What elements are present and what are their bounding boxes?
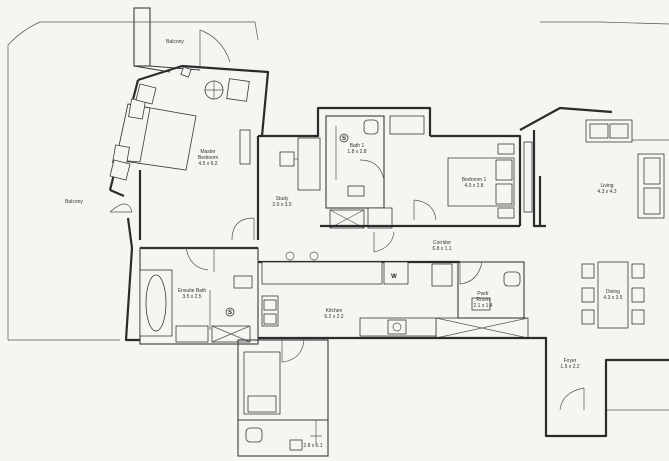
label-master-bedroom-2: Bedroom [198, 155, 218, 161]
label-service-size: 2.8 x 1.1 [303, 443, 322, 449]
label-bath1-size: 1.8 x 2.8 [347, 149, 366, 155]
label-kitchen: Kitchen [326, 308, 343, 314]
shower-marker-ensuite: S [228, 310, 232, 316]
room-labels: Balcony Balcony Master Bedroom 4.5 x 6.2… [65, 39, 623, 449]
label-ensuite-size: 3.5 x 2.5 [182, 294, 201, 300]
powder-room-walls [457, 261, 525, 319]
master-lounge-set [180, 66, 250, 102]
label-study: Study [276, 196, 289, 202]
label-bedroom1-size: 4.0 x 2.8 [464, 183, 483, 189]
balcony-left-door [109, 203, 133, 213]
service-rooms [237, 339, 329, 457]
label-kitchen-size: 6.2 x 2.2 [324, 314, 343, 320]
label-foyer-size: 1.5 x 2.2 [560, 364, 579, 370]
label-dining-size: 4.3 x 3.5 [603, 295, 622, 301]
label-living-size: 4.3 x 4.3 [597, 189, 616, 195]
balcony-top [133, 7, 231, 73]
label-bath1: Bath 1 [350, 143, 365, 149]
label-master-bedroom-1: Master [200, 149, 216, 155]
label-balcony-top: Balcony [166, 39, 184, 45]
label-bedroom1: Bedroom 1 [462, 177, 487, 183]
ensuite-walls [139, 247, 259, 345]
label-study-size: 2.0 x 3.0 [272, 202, 291, 208]
label-living: Living [600, 183, 613, 189]
corridor-doors [373, 199, 437, 253]
label-corridor-size: 6.8 x 1.1 [432, 246, 451, 252]
master-wardrobe [239, 129, 251, 165]
kitchen-walls [140, 246, 540, 340]
label-ensuite: Ensuite Bath [178, 288, 207, 294]
label-corridor: Corridor [433, 240, 451, 246]
bedroom1-walls [320, 134, 533, 228]
bath1-walls [325, 115, 425, 229]
label-pwdr-size: 2.1 x 1.4 [473, 303, 492, 309]
study-walls [256, 106, 432, 240]
washer-badge: W [391, 274, 397, 280]
master-door [231, 217, 255, 241]
foyer-walls [540, 336, 669, 438]
master-bed [109, 83, 197, 181]
label-balcony-left: Balcony [65, 199, 83, 205]
label-dining: Dining [606, 289, 620, 295]
label-master-size: 4.5 x 6.2 [198, 161, 217, 167]
living-walls [519, 106, 665, 228]
dining-set [581, 261, 645, 329]
label-foyer: Foyer [564, 358, 577, 364]
shower-marker-bath1: S [342, 136, 346, 142]
label-pwdr-1: Pwdr [477, 291, 489, 297]
label-pwdr-2: Room [476, 297, 489, 303]
